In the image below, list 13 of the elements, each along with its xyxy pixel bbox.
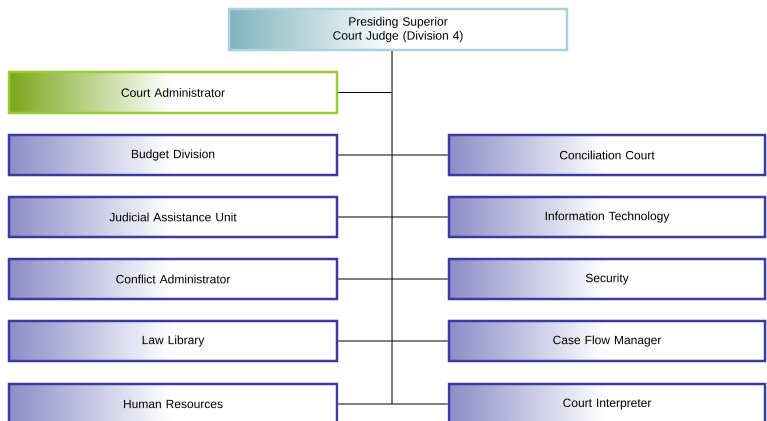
org-box: Judicial Assistance Unit	[8, 196, 338, 238]
connector-line	[392, 50, 448, 404]
org-box: Human Resources	[8, 382, 338, 421]
org-box: Security	[448, 258, 766, 300]
org-box: Budget Division	[8, 134, 338, 176]
org-box: Court Interpreter	[448, 382, 766, 421]
org-box: Conflict Administrator	[8, 258, 338, 300]
org-box: Information Technology	[448, 196, 766, 238]
org-box: Presiding Superior Court Judge (Division 4)	[228, 8, 568, 52]
org-box: Law Library	[8, 320, 338, 362]
org-box: Conciliation Court	[448, 134, 766, 176]
org-box: Case Flow Manager	[448, 320, 766, 362]
org-box: Court Administrator	[8, 70, 338, 114]
